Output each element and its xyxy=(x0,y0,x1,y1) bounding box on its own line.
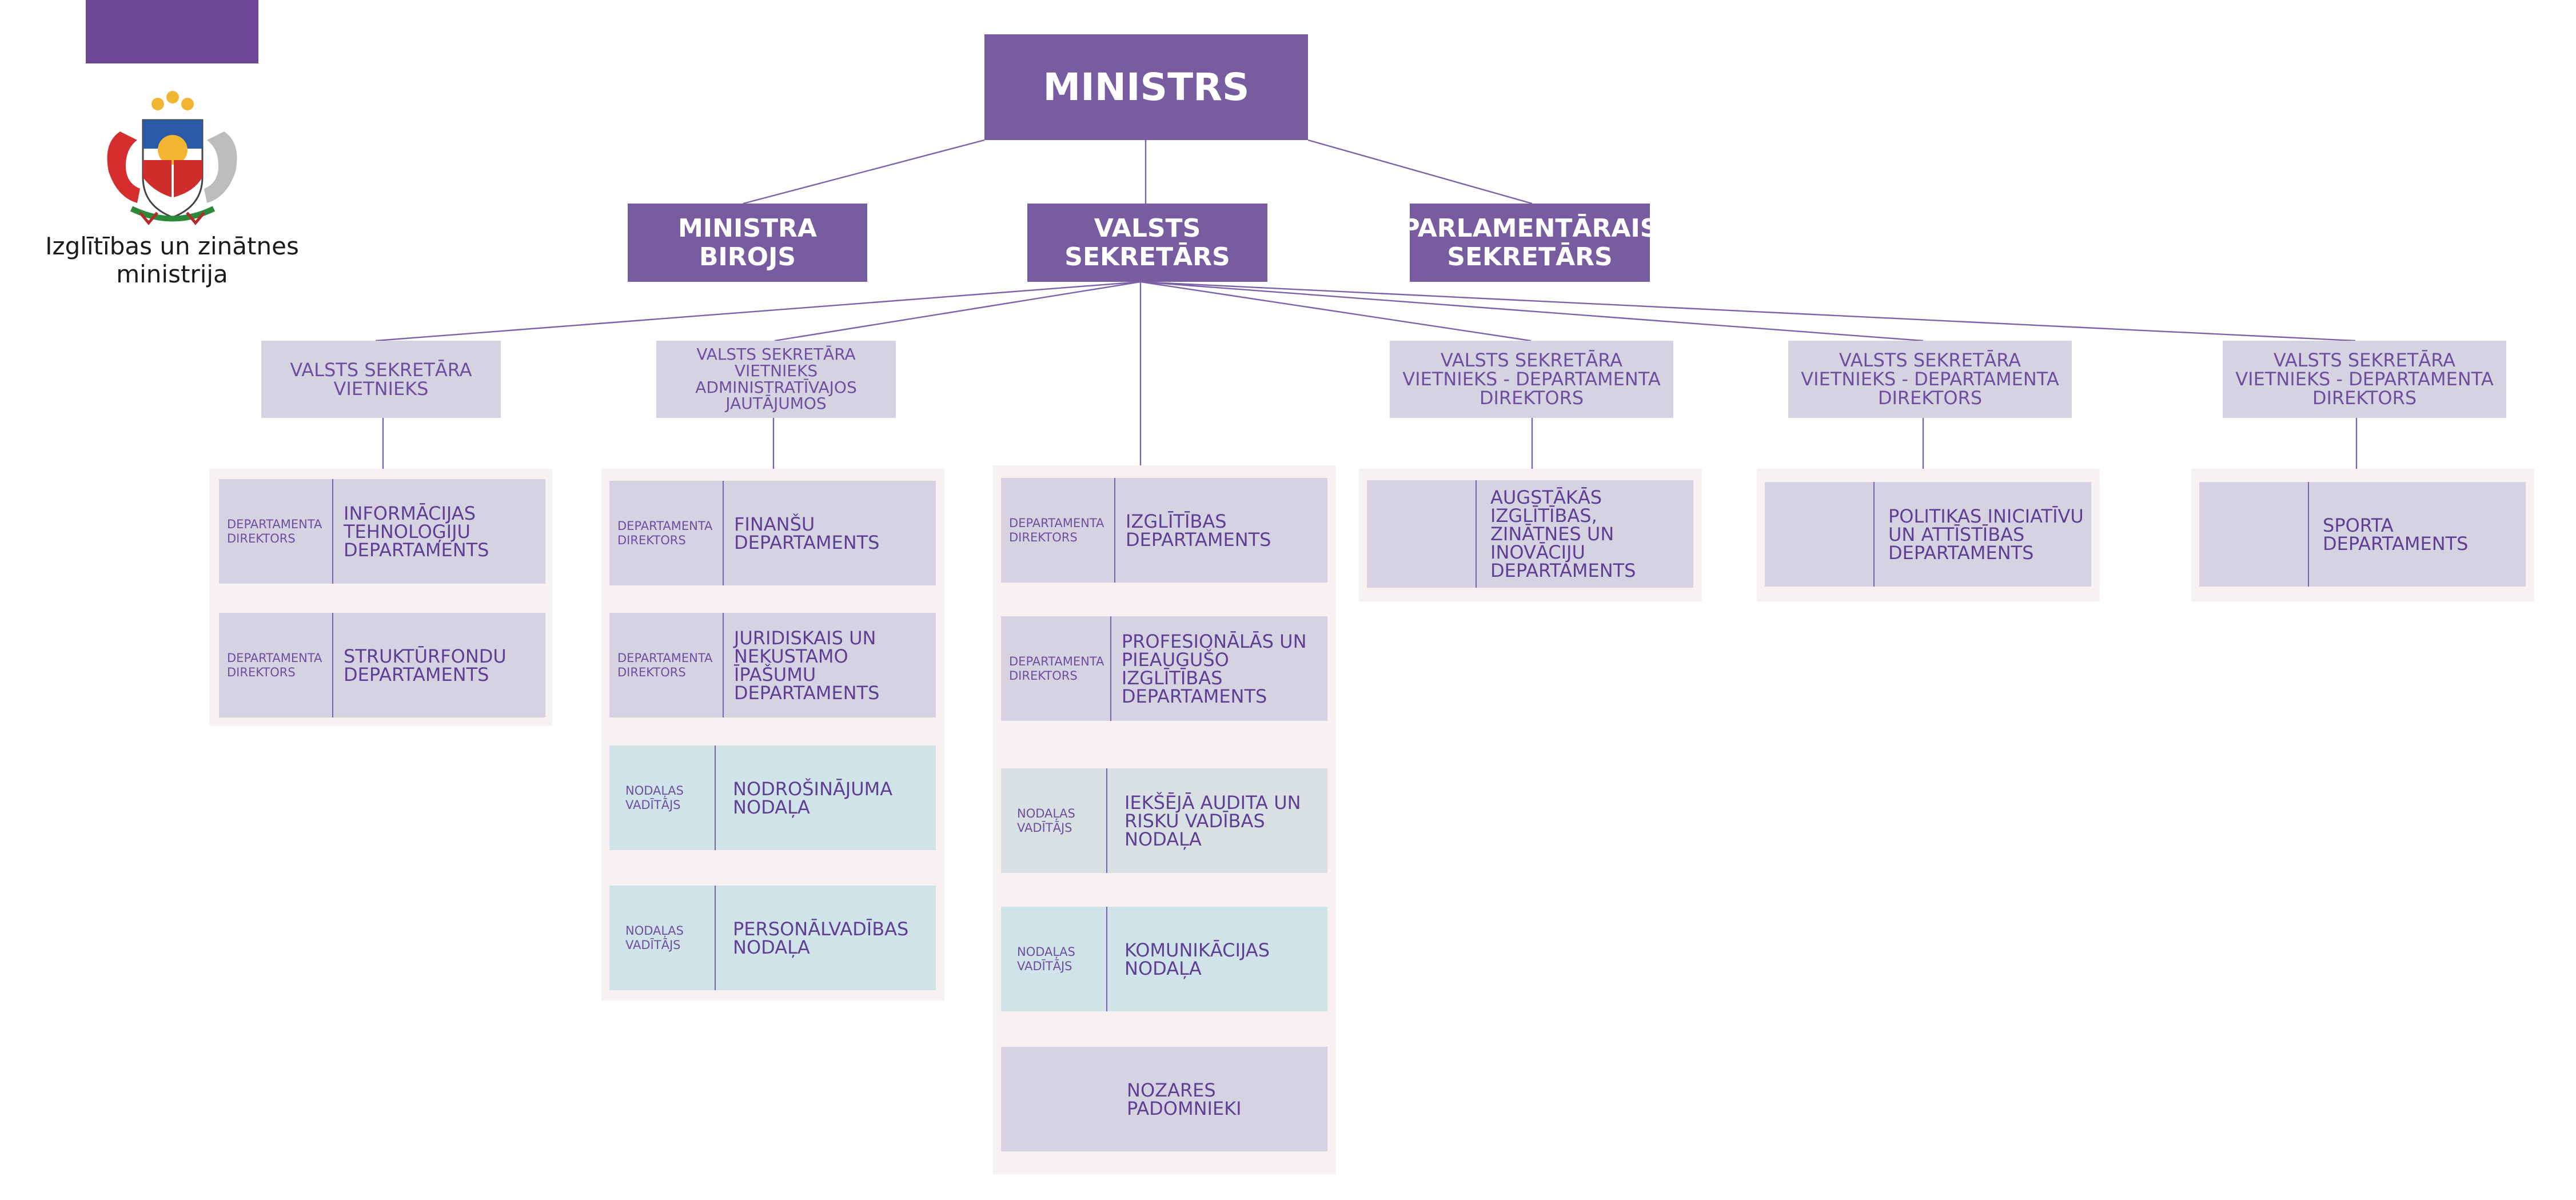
department-card: POLITIKAS INICIATĪVU UN ATTĪSTĪBAS DEPAR… xyxy=(1765,482,2091,587)
division-card: NODAĻAS VADĪTĀJS KOMUNIKĀCIJAS NODAĻA xyxy=(1001,907,1327,1011)
department-director-label: DEPARTAMENTA DIREKTORS xyxy=(219,479,333,584)
department-name: JURIDISKAIS UN NEKUSTAMO ĪPAŠUMU DEPARTA… xyxy=(733,627,880,704)
department-card: DEPARTAMENTA DIREKTORS FINANŠU DEPARTAME… xyxy=(609,481,936,585)
parliamentary-secretary-box: PARLAMENTĀRAIS SEKRETĀRS xyxy=(1402,204,1658,282)
department-name: IZGLĪTĪBAS DEPARTAMENTS xyxy=(1126,510,1271,551)
division-head-label: NODAĻAS VADĪTĀJS xyxy=(609,886,716,990)
division-card: NODAĻAS VADĪTĀJS PERSONĀLVADĪBAS NODAĻA xyxy=(609,886,936,990)
department-director-label xyxy=(2199,482,2309,587)
state-secretary-box: VALSTS SEKRETĀRS xyxy=(1027,204,1267,282)
department-card: SPORTA DEPARTAMENTS xyxy=(2199,482,2526,587)
deputy-label: VALSTS SEKRETĀRA VIETNIEKS - DEPARTAMENT… xyxy=(2235,349,2494,409)
department-card: DEPARTAMENTA DIREKTORS INFORMĀCIJAS TEHN… xyxy=(219,479,545,584)
ministers-office-box: MINISTRA BIROJS xyxy=(628,204,867,282)
department-card: DEPARTAMENTA DIREKTORS JURIDISKAIS UN NE… xyxy=(609,613,936,717)
deputy-label: VALSTS SEKRETĀRA VIETNIEKS - DEPARTAMENT… xyxy=(1801,349,2059,409)
department-card: AUGSTĀKĀS IZGLĪTĪBAS, ZINĀTNES UN INOVĀC… xyxy=(1367,480,1693,588)
department-name: AUGSTĀKĀS IZGLĪTĪBAS, ZINĀTNES UN INOVĀC… xyxy=(1490,487,1636,581)
connector-secretary-deputy-1 xyxy=(375,281,1141,342)
department-name: SPORTA DEPARTAMENTS xyxy=(2323,514,2469,555)
connector-minister-office xyxy=(743,139,985,205)
department-card: DEPARTAMENTA DIREKTORS PROFESIONĀLĀS UN … xyxy=(1001,616,1327,721)
deputy-label: VALSTS SEKRETĀRA VIETNIEKS xyxy=(290,358,472,400)
department-name: FINANŠU DEPARTAMENTS xyxy=(734,513,880,553)
deputy-box-4: VALSTS SEKRETĀRA VIETNIEKS - DEPARTAMENT… xyxy=(1788,341,2072,418)
department-director-label xyxy=(1765,482,1875,587)
department-director-label: DEPARTAMENTA DIREKTORS xyxy=(219,613,333,717)
department-director-label: DEPARTAMENTA DIREKTORS xyxy=(609,481,724,585)
connector-secretary-deputy-3 xyxy=(1140,281,1532,342)
coat-of-arms-icon xyxy=(107,91,237,225)
state-secretary-label: VALSTS SEKRETĀRS xyxy=(1064,214,1230,272)
department-director-label: DEPARTAMENTA DIREKTORS xyxy=(1001,478,1115,583)
department-name: POLITIKAS INICIATĪVU UN ATTĪSTĪBAS DEPAR… xyxy=(1888,505,2084,564)
connector-secretary-deputy-2 xyxy=(774,281,1141,342)
ministry-name: Izglītības un zinātnes ministrija xyxy=(45,232,299,289)
advisors-name: NOZARES PADOMNIEKI xyxy=(1127,1079,1242,1119)
logo-bar xyxy=(86,0,258,63)
connector-minister-parliamentary xyxy=(1307,139,1533,205)
division-name: PERSONĀLVADĪBAS NODAĻA xyxy=(733,918,909,958)
department-director-label: DEPARTAMENTA DIREKTORS xyxy=(609,613,724,717)
division-name: IEKŠĒJĀ AUDITA UN RISKU VADĪBAS NODAĻA xyxy=(1124,791,1301,850)
department-name: PROFESIONĀLĀS UN PIEAUGUŠO IZGLĪTĪBAS DE… xyxy=(1121,630,1307,707)
division-card: NODAĻAS VADĪTĀJS IEKŠĒJĀ AUDITA UN RISKU… xyxy=(1001,768,1327,873)
deputy-label: VALSTS SEKRETĀRA VIETNIEKS - DEPARTAMENT… xyxy=(1402,349,1661,409)
department-name: STRUKTŪRFONDU DEPARTAMENTS xyxy=(344,645,507,685)
parliamentary-secretary-label: PARLAMENTĀRAIS SEKRETĀRS xyxy=(1401,214,1658,272)
division-name: NODROŠINĀJUMA NODAĻA xyxy=(733,778,893,818)
connector-secretary-deputy-4 xyxy=(1140,281,1924,342)
department-card: DEPARTAMENTA DIREKTORS IZGLĪTĪBAS DEPART… xyxy=(1001,478,1327,583)
department-director-label xyxy=(1367,480,1477,588)
deputy-box-1: VALSTS SEKRETĀRA VIETNIEKS xyxy=(261,341,501,418)
deputy-box-5: VALSTS SEKRETĀRA VIETNIEKS - DEPARTAMENT… xyxy=(2223,341,2506,418)
deputy-box-3: VALSTS SEKRETĀRA VIETNIEKS - DEPARTAMENT… xyxy=(1390,341,1673,418)
department-director-label: DEPARTAMENTA DIREKTORS xyxy=(1001,616,1111,721)
minister-box: MINISTRS xyxy=(984,34,1308,140)
department-name: INFORMĀCIJAS TEHNOLOĢIJU DEPARTAMENTS xyxy=(344,502,489,561)
connector-secretary-deputy-5 xyxy=(1140,281,2356,342)
division-card: NODAĻAS VADĪTĀJS NODROŠINĀJUMA NODAĻA xyxy=(609,745,936,850)
minister-label: MINISTRS xyxy=(1043,65,1250,109)
advisors-card: NOZARES PADOMNIEKI xyxy=(1001,1047,1327,1151)
division-name: KOMUNIKĀCIJAS NODAĻA xyxy=(1124,939,1270,979)
deputy-label: VALSTS SEKRETĀRA VIETNIEKS ADMINISTRATĪV… xyxy=(695,344,857,413)
ministers-office-label: MINISTRA BIROJS xyxy=(678,214,817,272)
department-card: DEPARTAMENTA DIREKTORS STRUKTŪRFONDU DEP… xyxy=(219,613,545,717)
deputy-box-2: VALSTS SEKRETĀRA VIETNIEKS ADMINISTRATĪV… xyxy=(656,341,896,418)
division-head-label: NODAĻAS VADĪTĀJS xyxy=(1001,768,1107,873)
division-head-label: NODAĻAS VADĪTĀJS xyxy=(609,745,716,850)
division-head-label: NODAĻAS VADĪTĀJS xyxy=(1001,907,1107,1011)
